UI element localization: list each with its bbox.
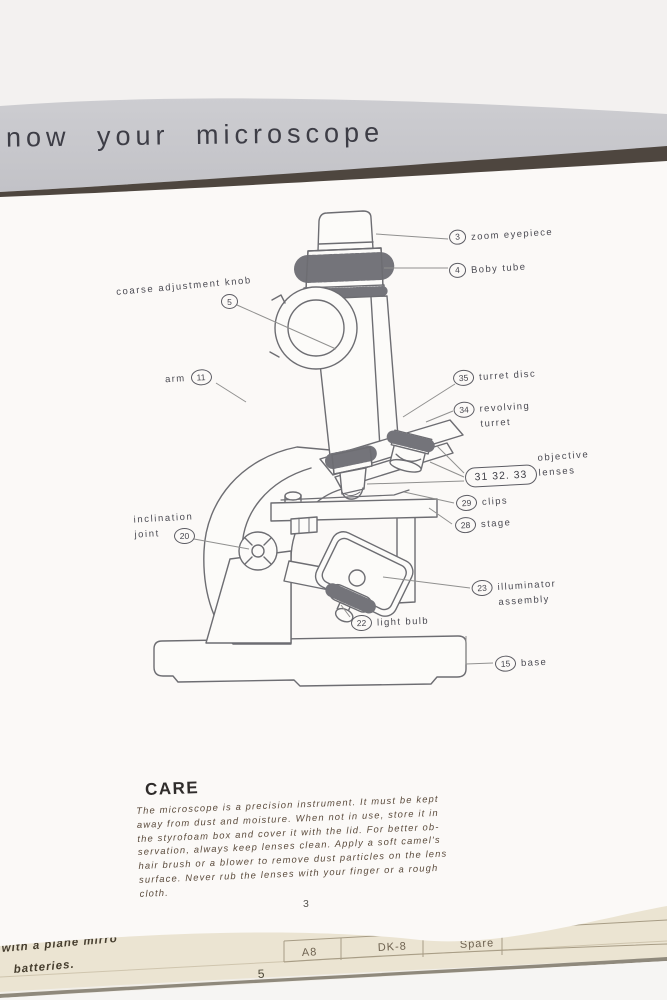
callout-number-4: 4 xyxy=(448,262,467,279)
next-page-number: 5 xyxy=(257,967,265,981)
label-illuminator-assembly: 23 illuminator assembly xyxy=(471,575,557,611)
label-clips: 29 clips xyxy=(455,492,509,512)
callout-numbers-31-32-33: 31 32. 33 xyxy=(464,464,538,488)
header-band xyxy=(0,98,667,192)
callout-number-35: 35 xyxy=(452,369,475,387)
table-cell-dk8: DK-8 xyxy=(378,940,408,954)
label-light-bulb: 22 light bulb xyxy=(350,613,430,632)
callout-number-5: 5 xyxy=(221,294,238,309)
leader-lines xyxy=(193,233,494,665)
header-band-dark-edge xyxy=(0,146,667,197)
callout-number-15: 15 xyxy=(494,655,517,673)
callout-number-29: 29 xyxy=(455,494,478,512)
label-revolving-turret: 34 revolving turret xyxy=(453,398,531,434)
care-paragraph: The microscope is a precision instrument… xyxy=(136,792,448,899)
care-heading: CARE xyxy=(144,778,200,799)
page-title: now your microscope xyxy=(5,117,385,153)
light-bulb-shape xyxy=(325,583,376,623)
label-base: 15 base xyxy=(494,654,548,673)
objective-right xyxy=(386,429,437,473)
bottom-strip xyxy=(0,961,667,1000)
label-stage: 28 stage xyxy=(454,514,512,534)
page-number: 3 xyxy=(303,898,309,910)
callout-number-11: 11 xyxy=(190,368,212,386)
callout-number-34: 34 xyxy=(453,401,476,419)
stage-shape xyxy=(270,498,438,522)
callout-number-22: 22 xyxy=(350,614,373,632)
callout-number-23: 23 xyxy=(471,579,494,597)
callout-number-20: 20 xyxy=(174,528,195,544)
objective-center-barrel xyxy=(339,467,367,495)
callout-number-3: 3 xyxy=(448,229,467,246)
label-arm: arm 11 xyxy=(165,368,212,387)
base-shape xyxy=(153,635,467,687)
callout-number-28: 28 xyxy=(454,516,477,534)
next-page-fragment-2: batteries. xyxy=(13,959,75,976)
eyepiece-cap xyxy=(317,210,374,252)
bottom-sheet-edge xyxy=(0,957,667,998)
label-objective-lenses: objective lenses xyxy=(537,449,590,479)
table-cell-a8: A8 xyxy=(302,946,318,959)
